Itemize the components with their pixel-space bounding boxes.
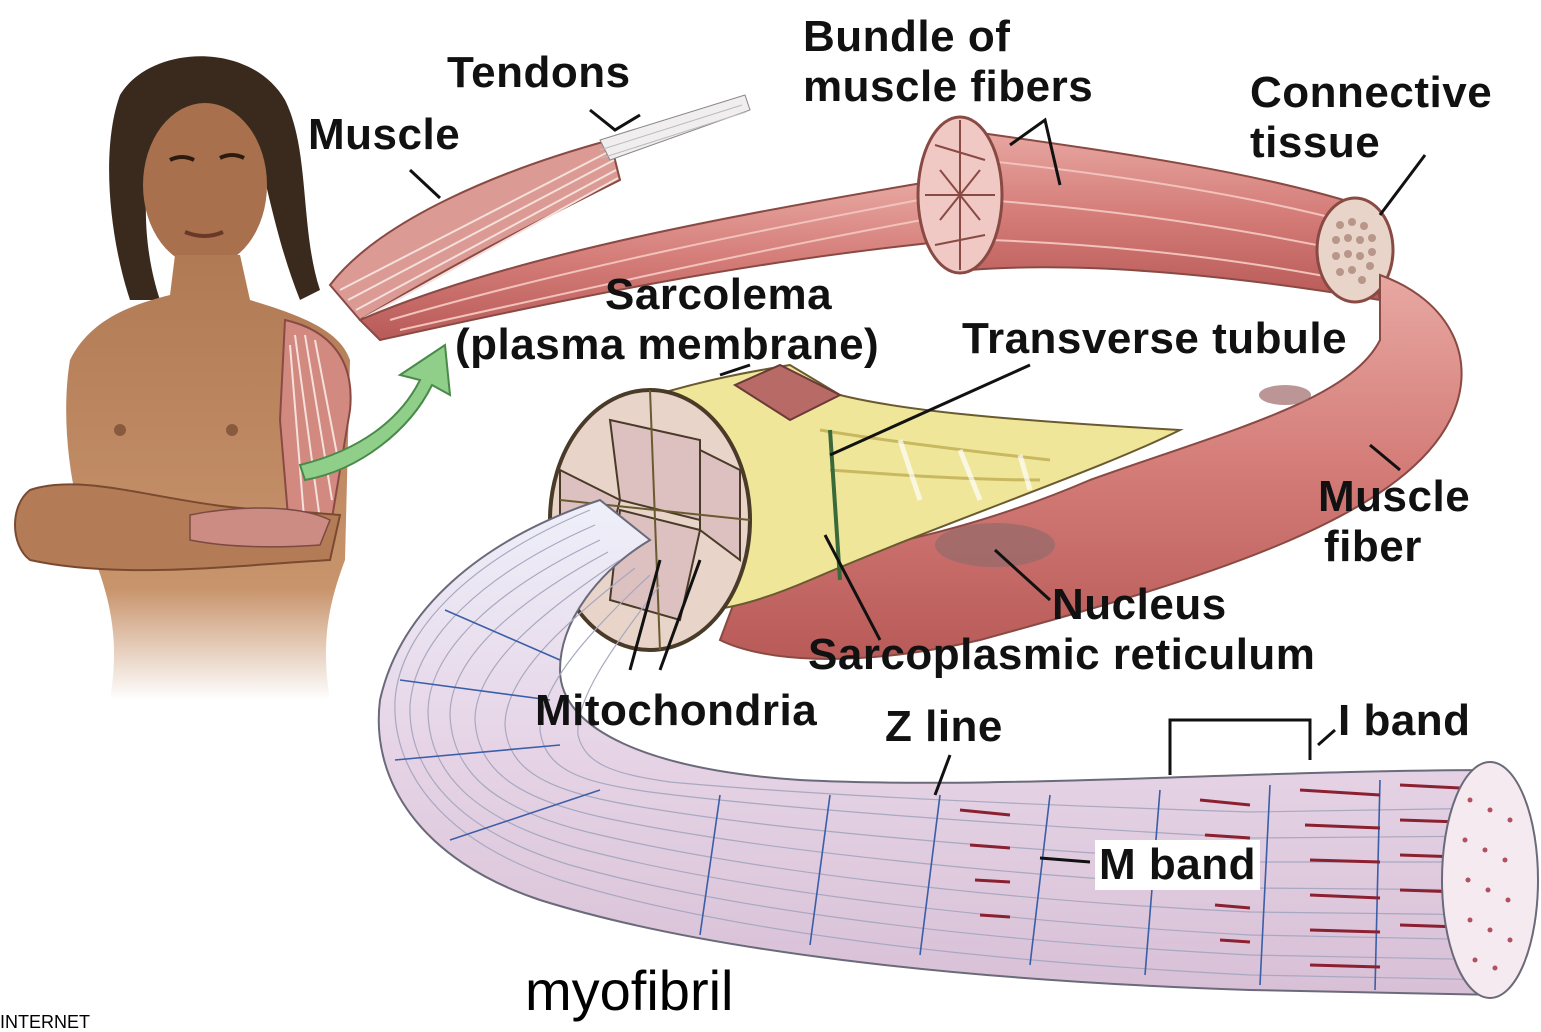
label-bundle-line1: Bundle of bbox=[803, 12, 1093, 62]
label-connective-line2: tissue bbox=[1250, 118, 1492, 168]
label-i-band: I band bbox=[1338, 696, 1471, 746]
label-muscle-fiber-line1: Muscle bbox=[1318, 472, 1470, 522]
caption-myofibril: myofibril bbox=[525, 958, 733, 1023]
label-sarcolema-line2: (plasma membrane) bbox=[455, 320, 879, 370]
label-muscle-fiber: Muscle fiber bbox=[1318, 472, 1470, 572]
label-mitochondria: Mitochondria bbox=[535, 686, 817, 736]
label-bundle-line2: muscle fibers bbox=[803, 62, 1093, 112]
label-bundle-of-muscle-fibers: Bundle of muscle fibers bbox=[803, 12, 1093, 112]
label-muscle-fiber-line2: fiber bbox=[1318, 522, 1470, 572]
label-connective-tissue: Connective tissue bbox=[1250, 68, 1492, 168]
woman-figure bbox=[15, 56, 351, 700]
label-muscle: Muscle bbox=[308, 110, 460, 160]
label-z-line: Z line bbox=[885, 702, 1003, 752]
label-sarcolema: Sarcolema (plasma membrane) bbox=[455, 270, 879, 370]
nucleus-shape bbox=[935, 523, 1055, 567]
label-tendons: Tendons bbox=[447, 48, 631, 98]
label-sarcolema-line1: Sarcolema bbox=[455, 270, 879, 320]
label-sarcoplasmic-reticulum: Sarcoplasmic reticulum bbox=[808, 630, 1315, 680]
credit-text: INTERNET bbox=[0, 1012, 90, 1032]
label-transverse-tubule: Transverse tubule bbox=[962, 314, 1347, 364]
label-m-band: M band bbox=[1095, 840, 1260, 890]
label-nucleus: Nucleus bbox=[1052, 580, 1227, 630]
label-connective-line1: Connective bbox=[1250, 68, 1492, 118]
